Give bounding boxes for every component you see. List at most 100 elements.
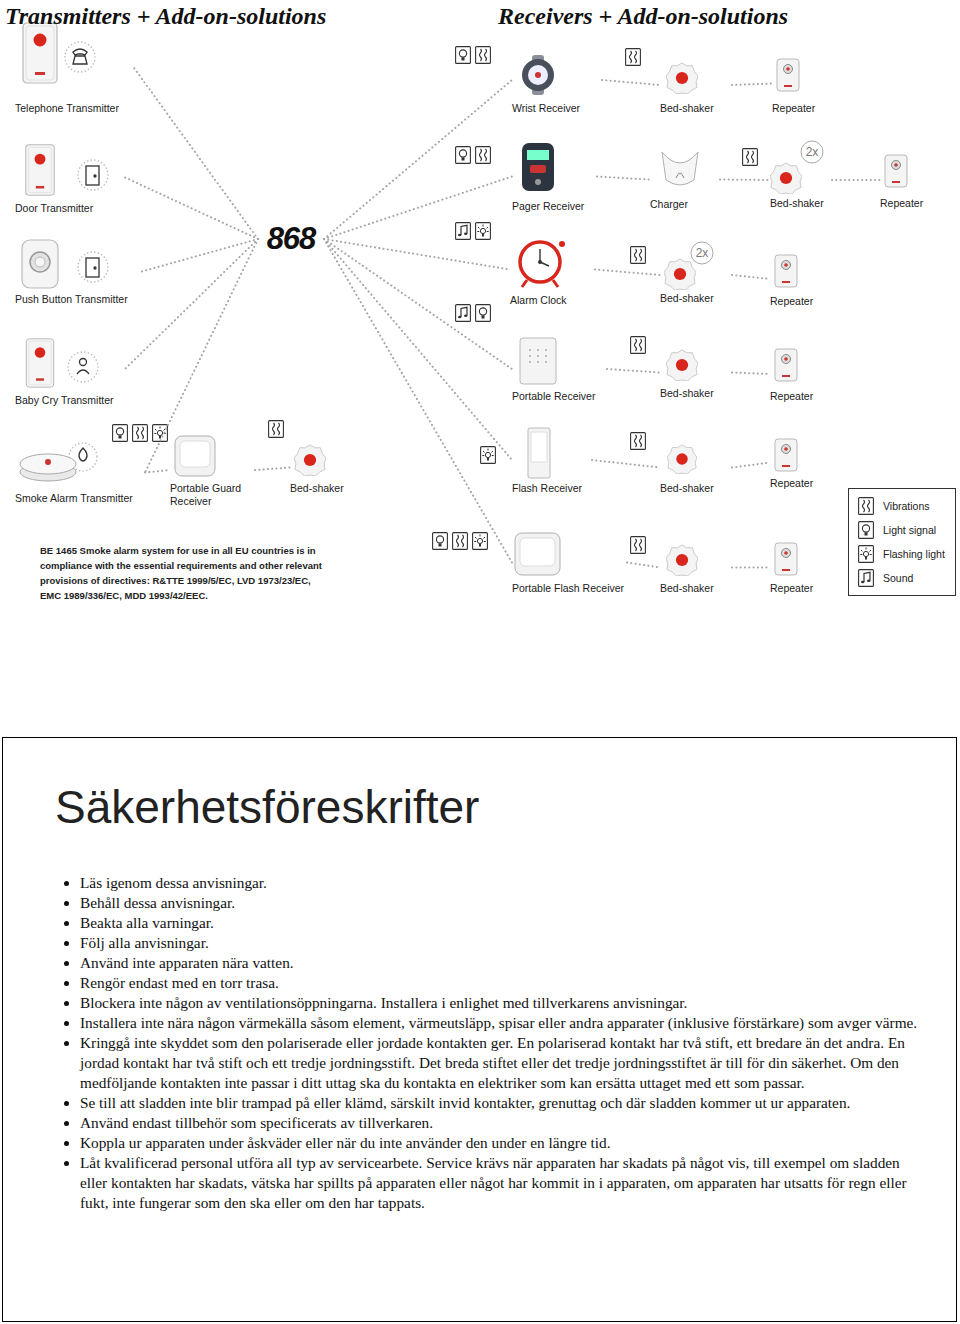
device-node: Bed-shaker	[660, 540, 732, 595]
legend-text: Vibrations	[883, 497, 930, 515]
safety-text: Låt kvalificerad personal utföra all typ…	[80, 1154, 907, 1211]
device-label: Bed-shaker	[290, 482, 344, 495]
safety-text: Koppla ur apparaten under åskväder eller…	[80, 1134, 611, 1151]
safety-item: Låt kvalificerad personal utföra all typ…	[62, 1153, 924, 1213]
dotted-connector	[720, 179, 770, 182]
device-node: Door Transmitter	[15, 140, 125, 215]
bullet-dot	[64, 881, 69, 886]
device-node: Bed-shaker	[660, 345, 732, 400]
device-node: Telephone Transmitter	[15, 18, 133, 115]
safety-text: Använd endast tillbehör som specificerat…	[80, 1114, 433, 1131]
dotted-connector	[324, 239, 512, 563]
dotted-connector	[145, 470, 170, 473]
bullet-dot	[64, 1021, 69, 1026]
safety-item: Installera inte nära någon värmekälla så…	[62, 1013, 924, 1033]
compliance-note: BE 1465 Smoke alarm system for use in al…	[40, 543, 330, 603]
safety-item: Behåll dessa anvisningar.	[62, 893, 924, 913]
quantity-badge: 2x	[691, 246, 713, 260]
safety-item: Koppla ur apparaten under åskväder eller…	[62, 1133, 924, 1153]
dotted-connector	[732, 567, 770, 569]
safety-item: Rengör endast med en torr trasa.	[62, 973, 924, 993]
dotted-connector	[627, 563, 660, 568]
device-node: Alarm Clock	[510, 232, 595, 307]
device-node: Bed-shaker	[660, 55, 732, 115]
dotted-connector	[123, 239, 258, 371]
device-node: Push Button Transmitter	[15, 238, 140, 306]
bullet-dot	[64, 921, 69, 926]
device-label: Wrist Receiver	[512, 102, 580, 115]
device-label: Door Transmitter	[15, 202, 93, 215]
safety-text: Installera inte nära någon värmekälla så…	[80, 1014, 917, 1031]
dotted-connector	[125, 178, 258, 240]
bullet-dot	[64, 1161, 69, 1166]
safety-text: Rengör endast med en torr trasa.	[80, 974, 279, 991]
frequency-label: 868	[258, 220, 324, 258]
section-heading: Transmitters + Add-on-solutions	[5, 2, 326, 30]
dotted-connector	[140, 239, 258, 272]
bullet-dot	[64, 961, 69, 966]
dotted-connector	[324, 177, 512, 240]
section-heading: Receivers + Add-on-solutions	[498, 2, 788, 30]
device-node: Wrist Receiver	[512, 45, 602, 115]
device-node: Baby Cry Transmitter	[15, 335, 123, 407]
device-node: Bed-shaker	[770, 150, 832, 210]
safety-text: Använd inte apparaten nära vatten.	[80, 954, 294, 971]
device-label: Repeater	[770, 295, 813, 308]
dotted-connector	[324, 80, 512, 239]
device-label: Bed-shaker	[770, 197, 824, 210]
device-node: Repeater	[770, 345, 828, 403]
safety-item: Blockera inte någon av ventilationsöppni…	[62, 993, 924, 1013]
dotted-connector	[324, 239, 512, 460]
device-label: Bed-shaker	[660, 482, 714, 495]
device-label: Pager Receiver	[512, 200, 584, 213]
bullet-dot	[64, 1001, 69, 1006]
safety-text: Läs igenom dessa anvisningar.	[80, 874, 267, 891]
device-node: Portable Flash Receiver	[512, 530, 627, 595]
device-node: Repeater	[770, 435, 828, 490]
device-label: Alarm Clock	[510, 294, 567, 307]
device-label: Repeater	[880, 197, 923, 210]
device-node: Flash Receiver	[512, 425, 592, 495]
dotted-connector	[832, 179, 880, 181]
frequency-hub: 868	[258, 220, 324, 258]
dotted-connector	[732, 373, 770, 375]
device-label: Bed-shaker	[660, 102, 714, 115]
dotted-connector	[255, 468, 290, 471]
device-node: Pager Receiver	[512, 140, 597, 213]
safety-item: Beakta alla varningar.	[62, 913, 924, 933]
bullet-dot	[64, 1141, 69, 1146]
bullet-dot	[64, 1121, 69, 1126]
dotted-connector	[324, 239, 510, 270]
device-label: Baby Cry Transmitter	[15, 394, 114, 407]
bullet-dot	[64, 901, 69, 906]
device-label: Bed-shaker	[660, 387, 714, 400]
dotted-connector	[607, 369, 660, 373]
device-node: Smoke Alarm Transmitter	[15, 440, 145, 505]
safety-text: Beakta alla varningar.	[80, 914, 214, 931]
dotted-connector	[732, 275, 770, 279]
device-label: Flash Receiver	[512, 482, 582, 495]
bullet-dot	[64, 981, 69, 986]
device-label: Portable Receiver	[512, 390, 595, 403]
safety-item: Följ alla anvisningar.	[62, 933, 924, 953]
safety-item: Se till att sladden inte blir trampad på…	[62, 1093, 924, 1113]
dotted-connector	[145, 239, 258, 473]
device-label: Telephone Transmitter	[15, 102, 119, 115]
dotted-connector	[324, 239, 512, 369]
device-node: Bed-shaker	[290, 440, 356, 495]
device-label: Bed-shaker	[660, 582, 714, 595]
safety-item: Läs igenom dessa anvisningar.	[62, 873, 924, 893]
device-node: Portable Guard Receiver	[170, 432, 255, 508]
dotted-connector	[595, 270, 660, 276]
dotted-connector	[732, 84, 772, 86]
dotted-connector	[732, 463, 770, 468]
device-label: Bed-shaker	[660, 292, 714, 305]
device-label: Smoke Alarm Transmitter	[15, 492, 133, 505]
safety-list: Läs igenom dessa anvisningar. Behåll dess…	[62, 873, 924, 1213]
device-label: Repeater	[770, 390, 813, 403]
legend-text: Flashing light	[883, 545, 945, 563]
safety-item: Använd endast tillbehör som specificerat…	[62, 1113, 924, 1133]
device-node: Repeater	[880, 150, 938, 210]
bullet-dot	[64, 1101, 69, 1106]
quantity-badge: 2x	[801, 145, 823, 159]
